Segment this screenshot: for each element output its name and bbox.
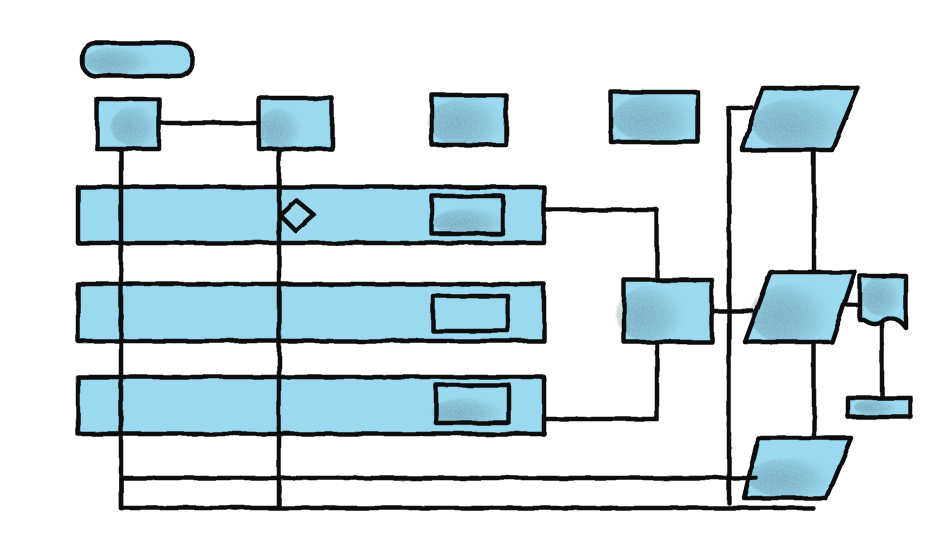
bottom-loop-line — [118, 475, 816, 511]
lane-3-subprocess-shade — [432, 398, 504, 426]
left-trunk-line — [726, 105, 755, 506]
io-middle-shade — [750, 284, 830, 344]
terminal-bar — [845, 395, 914, 420]
lane-1-subprocess — [429, 193, 506, 237]
io-top — [739, 85, 861, 153]
lane-1-to-merge — [541, 207, 660, 283]
lane-2-subprocess — [430, 293, 511, 334]
document-shade — [862, 276, 902, 316]
start-node — [79, 40, 195, 79]
start-node-shade — [84, 47, 152, 75]
process-c — [429, 92, 509, 148]
terminal-bar-shade — [854, 399, 898, 415]
process-c-shade — [428, 98, 504, 146]
document-node — [857, 273, 909, 331]
lane-3-to-merge — [541, 339, 660, 422]
lane-1 — [75, 184, 547, 246]
shading-smudges — [84, 47, 902, 498]
process-d-shade — [613, 94, 697, 142]
lane-2 — [75, 281, 547, 344]
io-top-shade — [752, 98, 848, 150]
lane-1-subprocess-shade — [434, 208, 506, 236]
decision-diamond — [277, 197, 317, 234]
io-bottom-shade — [748, 458, 832, 498]
io-middle — [742, 269, 858, 345]
outlines-and-connectors — [75, 40, 914, 511]
lane-3-subprocess — [433, 382, 512, 426]
process-a-shade — [111, 106, 159, 146]
lane-3 — [75, 374, 547, 437]
process-b-shade — [258, 108, 302, 148]
process-d — [608, 89, 701, 145]
merge-process-shade — [616, 286, 684, 342]
